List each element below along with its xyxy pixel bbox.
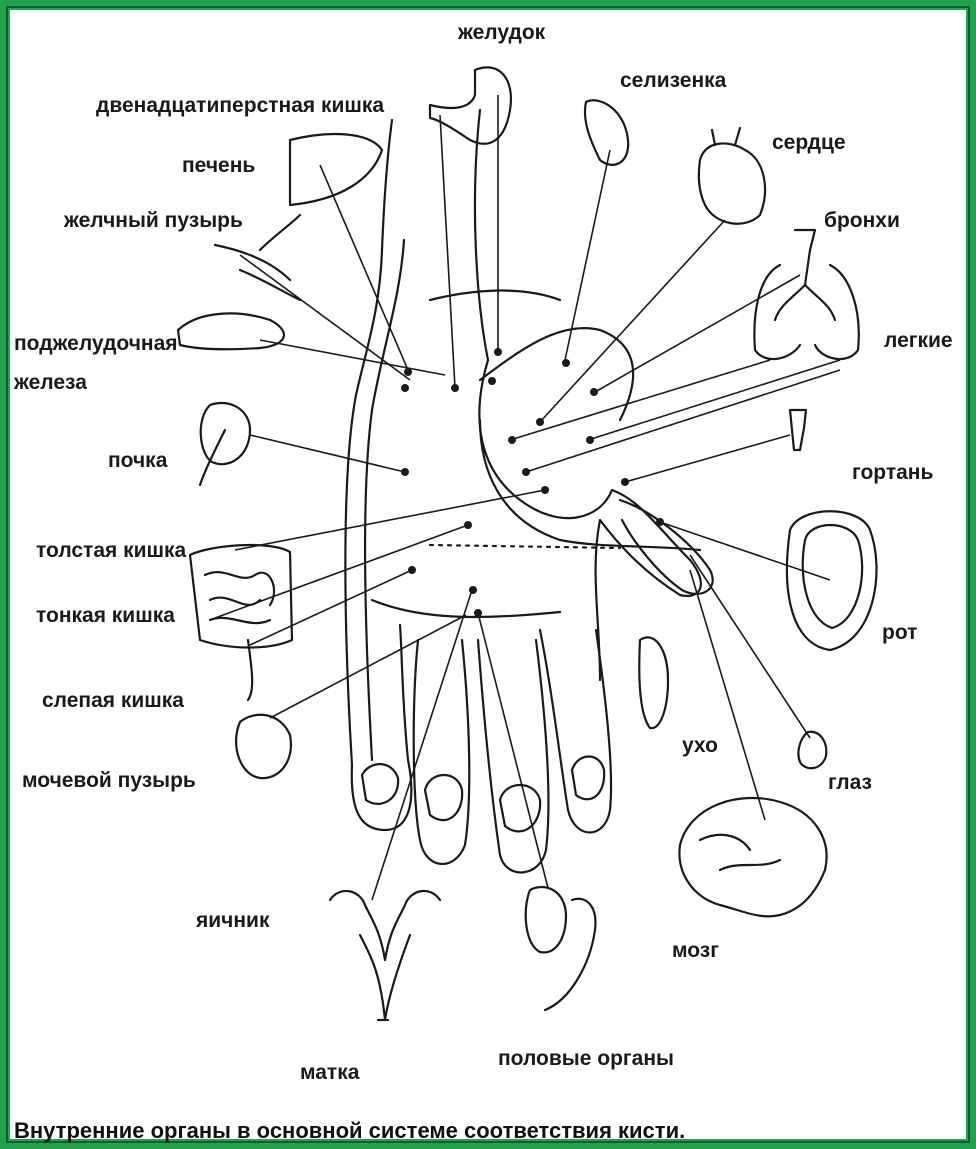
point-small-intestine (464, 521, 472, 529)
point-gallbladder (401, 384, 409, 392)
point-lungs (586, 436, 594, 444)
leader-uterus (372, 590, 472, 900)
leader-cecum (250, 570, 412, 645)
leader-large-intestine (235, 490, 545, 550)
nail-3 (500, 785, 540, 831)
point-duodenum (451, 384, 459, 392)
point-large-intestine (541, 486, 549, 494)
label-large-intestine: толстая кишка (36, 540, 186, 561)
stomach-shape (430, 67, 511, 143)
point-stomach (494, 348, 502, 356)
leader-lungs-2 (510, 360, 770, 440)
label-ear: ухо (682, 735, 718, 756)
leader-lungs (588, 360, 840, 440)
point-lungs-2 (508, 436, 516, 444)
figure-caption: Внутренние органы в основной системе соо… (14, 1120, 685, 1142)
label-stomach: желудок (458, 22, 545, 43)
nail-4 (572, 757, 604, 800)
point-heart (536, 418, 544, 426)
point-cecum (408, 566, 416, 574)
point-spleen (562, 359, 570, 367)
leader-liver (320, 165, 408, 370)
label-pancreas-line1: поджелудочная (14, 333, 178, 354)
uterus-shape (330, 891, 440, 1020)
kidney-shape (200, 403, 250, 485)
label-kidney: почка (108, 450, 167, 471)
label-larynx: гортань (852, 462, 933, 483)
point-liver (404, 368, 412, 376)
palm-crease-a (480, 328, 633, 420)
finger-1 (352, 625, 412, 830)
label-liver: печень (182, 155, 255, 176)
label-duodenum: двенадцатиперстная кишка (96, 95, 384, 116)
palm-line-low (430, 545, 620, 548)
point-bronchi (590, 388, 598, 396)
point-pancreas (488, 377, 496, 385)
pancreas-shape (178, 313, 284, 349)
label-spleen: селизенка (620, 70, 726, 91)
brain-shape (679, 798, 826, 916)
label-pancreas-line2: железа (14, 372, 87, 393)
bladder-shape (236, 715, 291, 778)
intestines-shape (190, 545, 292, 700)
label-mouth: рот (882, 622, 917, 643)
point-bladder (474, 609, 482, 617)
ear-shape (639, 637, 668, 728)
point-throat (522, 468, 530, 476)
leader-kidney (250, 435, 405, 472)
leader-pancreas (260, 340, 445, 375)
label-bladder: мочевой пузырь (22, 770, 196, 791)
point-mouth (656, 518, 664, 526)
nail-2 (425, 775, 462, 820)
label-bronchi: бронхи (824, 210, 900, 231)
leader-duodenum (440, 115, 455, 388)
label-ovary: яичник (196, 910, 269, 931)
label-eye: глаз (828, 772, 872, 793)
leader-bronchi (595, 275, 800, 392)
leader-larynx (625, 435, 790, 482)
liver-shape (290, 134, 382, 205)
eye-shape (798, 732, 826, 768)
point-uterus (469, 586, 477, 594)
point-kidney (401, 468, 409, 476)
spleen-shape (585, 100, 628, 165)
label-cecum: слепая кишка (42, 690, 184, 711)
thumb-outline (475, 110, 701, 680)
finger-4 (540, 630, 611, 833)
label-uterus: матка (300, 1062, 359, 1083)
label-gallbladder: желчный пузырь (64, 210, 243, 231)
heart-shape (699, 128, 765, 224)
label-brain: мозг (672, 940, 719, 961)
leader-eye (690, 555, 810, 738)
finger-2 (414, 640, 470, 864)
larynx-shape (790, 410, 806, 450)
bronchi-lungs-shape (754, 230, 858, 359)
leader-heart (540, 220, 725, 422)
leader-brain (690, 570, 765, 820)
label-small-intestine: тонкая кишка (36, 605, 175, 626)
label-heart: сердце (772, 132, 846, 153)
leader-small-intestine (215, 525, 468, 618)
nail-1 (362, 764, 398, 804)
hand-inner-edge (365, 240, 404, 760)
genitals-shape (526, 887, 596, 1010)
point-larynx (621, 478, 629, 486)
mouth-shape (787, 511, 877, 650)
leader-bladder (270, 615, 466, 718)
label-genitals: половые органы (498, 1048, 674, 1069)
label-lungs: легкие (884, 330, 953, 351)
finger-3 (478, 640, 548, 872)
